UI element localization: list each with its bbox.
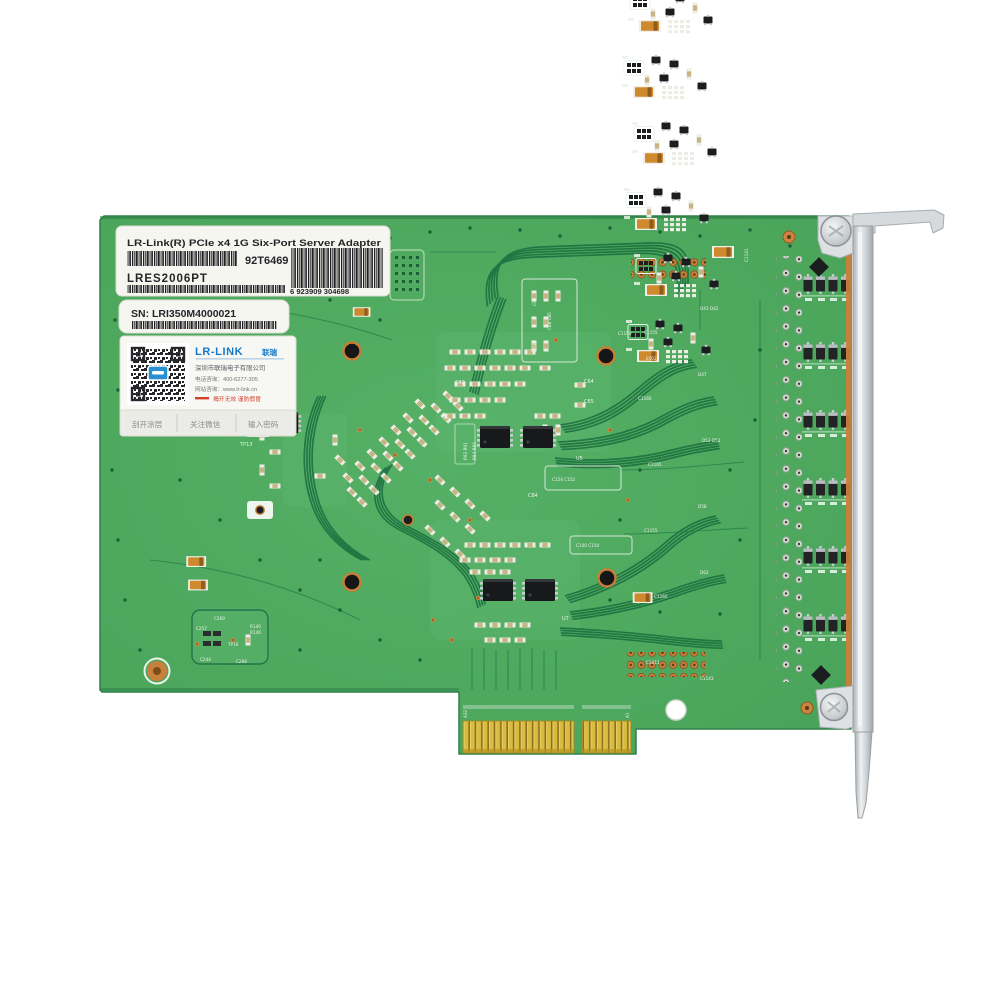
mount-pad-gold	[143, 657, 171, 685]
qr-sticker-footer: 刮开涂层 关注微信 输入密码	[119, 409, 297, 437]
silk-c1150: C1150	[618, 331, 632, 336]
trace-bundles	[303, 242, 728, 650]
barcode-model	[127, 285, 285, 293]
serial-number: SN: LRI350M4000021	[131, 308, 236, 320]
bracket-tail	[854, 731, 873, 819]
silk-c1160: C1160	[654, 594, 668, 599]
footer-step-2: 关注微信	[190, 419, 221, 429]
silk-c1165-label: C1165	[648, 462, 662, 467]
silk-c269: C269	[214, 616, 225, 621]
footer-step-3: 输入密码	[248, 419, 279, 429]
silk-r92: R92 R91	[463, 442, 468, 460]
silk-c1143: C1143	[700, 676, 714, 681]
silk-d47: D47	[698, 372, 707, 377]
silk-a1: A1	[625, 712, 630, 718]
screw-plate-top	[817, 215, 854, 259]
silk-c84: C84	[528, 493, 538, 499]
silk-c64: C64	[584, 379, 594, 385]
board-holes	[342, 341, 617, 592]
sticker-company: 深圳市联瑞电子有限公司	[195, 363, 265, 372]
pcie-edge-connector: A32 A1	[462, 705, 632, 754]
product-label-title: LR-Link(R) PCIe x4 1G Six-Port Server Ad…	[127, 238, 381, 249]
silk-c1141: C1141	[744, 248, 749, 262]
product-ean: 6 923909 304698	[290, 287, 349, 296]
sticker-website: 网站咨询：www.lr-link.cn	[195, 385, 257, 393]
silk-d62: D62	[700, 570, 709, 575]
silk-d43: D43 D42	[700, 306, 719, 311]
sticker-brand: LR-LINK	[195, 346, 243, 358]
bracket-clearance-hole	[665, 699, 687, 721]
copper-edge	[846, 240, 851, 688]
silk-tp13: TP13	[239, 442, 252, 448]
qr-sticker: LR-LINK 联瑞 深圳市联瑞电子有限公司 电话咨询：400-6277-305…	[119, 335, 297, 437]
product-model: LRES2006PT	[127, 273, 208, 285]
barcode-part-number	[127, 251, 237, 266]
silk-c1160-label: C1160	[638, 396, 652, 401]
silk-c154: C154 C152	[552, 477, 575, 482]
product-part-number: 92T6469	[245, 255, 288, 267]
sticker-phone: 电话咨询：400-6277-305	[195, 375, 258, 383]
mounting-bracket	[852, 209, 945, 819]
silkscreen-boxes	[454, 278, 633, 555]
silk-c65: C65	[584, 399, 594, 405]
silk-c257: C257	[196, 626, 207, 631]
through-hole-pad-blocks	[627, 256, 706, 677]
silk-c42: C42	[455, 380, 465, 386]
silkscreen-texts: C64 C65 C84 C42 C99 C88 C85 C87 U5 U7 R9…	[196, 248, 749, 681]
silk-c1155-label: C1155	[644, 330, 658, 335]
silk-c268: C268	[236, 659, 247, 664]
sticker-brand-cn: 联瑞	[262, 347, 277, 357]
silk-r140: R140	[250, 624, 261, 629]
silk-c99: C99	[532, 297, 537, 306]
silk-r84: R84 R83	[472, 442, 477, 460]
silk-c3011: C3011	[646, 660, 660, 665]
single-traces	[149, 251, 761, 690]
silk-c1155: C1155	[644, 528, 658, 533]
bottom-left-cluster	[186, 556, 269, 665]
bracket-bar	[852, 225, 874, 733]
footer-step-1: 刮开涂层	[132, 419, 163, 429]
silk-a32: A32	[463, 709, 468, 718]
gold-fingers-long	[462, 720, 575, 754]
rj45-pin-columns	[776, 256, 802, 682]
qr-sticker-texts: LR-LINK 联瑞 深圳市联瑞电子有限公司 电话咨询：400-6277-305…	[195, 346, 284, 403]
corner-components	[632, 230, 831, 715]
silk-d53: D53 D52	[702, 438, 721, 443]
barcode-serial	[131, 321, 277, 329]
barcode-ean	[291, 248, 383, 288]
silk-u7: U7	[562, 616, 569, 622]
silk-d58: D58	[698, 504, 707, 509]
qr-code	[127, 343, 189, 405]
silk-c244: C244	[200, 657, 211, 662]
finger-strip-labels: A32 A1	[463, 705, 631, 718]
silk-c87: C87	[532, 339, 537, 348]
serial-label: SN: LRI350M4000021	[118, 299, 290, 334]
product-label: LR-Link(R) PCIe x4 1G Six-Port Server Ad…	[115, 225, 391, 297]
screw-plate-bottom	[815, 685, 854, 730]
silk-c100: C100 C150	[576, 543, 599, 548]
silk-c88: C88 C85	[547, 312, 552, 330]
silk-u5: U5	[576, 456, 583, 462]
silk-tp16: TP16	[227, 642, 239, 647]
silk-r146: R146	[250, 630, 261, 635]
silk-e502: E502	[646, 356, 657, 361]
sticker-warning: 揭开无效 谨防假冒	[213, 395, 261, 403]
pcb-outline	[99, 215, 852, 755]
gold-fingers-short	[581, 720, 632, 754]
